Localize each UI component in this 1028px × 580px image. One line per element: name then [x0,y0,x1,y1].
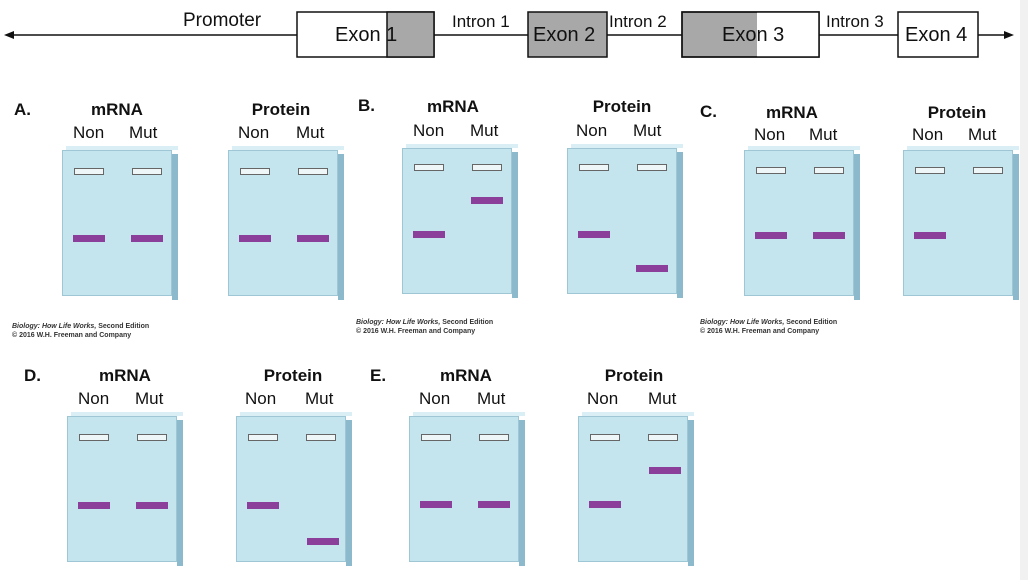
lane-label-mut: Mut [633,121,662,140]
lane-label-mut: Mut [305,389,334,408]
lane-label-non: Non [419,389,451,408]
intron1-label: Intron 1 [452,12,510,31]
well [472,164,502,171]
exon2-label: Exon 2 [533,24,596,46]
well [74,168,104,175]
well [915,167,945,174]
lane-label-mut: Mut [296,123,325,142]
lane-label-non: Non [245,389,277,408]
panel-a-protein-title: Protein [251,100,311,119]
well [132,168,162,175]
panel-d-mrna-gel [67,412,183,566]
panel-a-protein-gel [228,146,344,300]
lane-label-mut: Mut [968,125,997,144]
panel-c-mrna-gel [744,146,860,300]
promoter-label: Promoter [183,10,262,31]
well [973,167,1003,174]
page-scrollbar[interactable] [1020,0,1028,580]
well [814,167,844,174]
well [240,168,270,175]
band-non [78,502,110,509]
well [579,164,609,171]
band-mut [478,501,510,508]
band-mut [813,232,845,239]
panel-c-label: C. [700,102,717,121]
lane-label-mut: Mut [470,121,499,140]
band-non [247,502,279,509]
panel-e-mrna-title: mRNA [440,366,492,385]
well [637,164,667,171]
panel-e-label: E. [370,366,387,385]
band-non [914,232,946,239]
intron2-label: Intron 2 [609,12,667,31]
lane-label-mut: Mut [648,389,677,408]
lane-label-non: Non [754,125,786,144]
well [648,434,678,441]
band-mut [636,265,668,272]
band-mut [136,502,168,509]
lane-label-non: Non [73,123,105,142]
exon3-label: Exon 3 [722,24,785,46]
panel-a-mrna-gel [62,146,178,300]
intron3-label: Intron 3 [826,12,884,31]
band-mut [471,197,503,204]
credit-panel-a: Biology: How Life Works, Second Edition … [12,323,150,339]
band-non [578,231,610,238]
well [414,164,444,171]
credit-panel-b: Biology: How Life Works, Second Edition … [356,319,494,335]
well [756,167,786,174]
panel-c-protein-gel [903,146,1019,300]
panel-d-mrna-title: mRNA [99,366,151,385]
panel-b-protein-gel [567,144,683,298]
band-non [755,232,787,239]
lane-label-non: Non [238,123,270,142]
panel-a-label: A. [14,100,31,119]
band-non [589,501,621,508]
band-non [73,235,105,242]
band-mut [131,235,163,242]
panel-e-protein-title: Protein [604,366,664,385]
lane-label-mut: Mut [809,125,838,144]
exon4-label: Exon 4 [905,24,968,46]
panel-d-protein-title: Protein [263,366,323,385]
well [590,434,620,441]
lane-label-mut: Mut [477,389,506,408]
panel-b-mrna-title: mRNA [427,97,479,116]
panel-c-mrna-title: mRNA [766,103,818,122]
panel-d-protein-gel [236,412,352,566]
lane-label-non: Non [576,121,608,140]
panel-c-protein-title: Protein [927,103,987,122]
well [298,168,328,175]
panel-e-mrna-gel [409,412,525,566]
lane-label-mut: Mut [129,123,158,142]
band-non [239,235,271,242]
panel-b-mrna-gel [402,144,518,298]
well [79,434,109,441]
gene-structure-diagram [4,11,1014,58]
panel-a-mrna-title: mRNA [91,100,143,119]
band-non [420,501,452,508]
panel-d-label: D. [24,366,41,385]
well [421,434,451,441]
band-non [413,231,445,238]
lane-label-non: Non [587,389,619,408]
well [306,434,336,441]
lane-label-mut: Mut [135,389,164,408]
well [479,434,509,441]
well [137,434,167,441]
credit-panel-c: Biology: How Life Works, Second Edition … [700,319,838,335]
lane-label-non: Non [912,125,944,144]
lane-label-non: Non [413,121,445,140]
exon1-label: Exon 1 [335,24,398,46]
panel-b-protein-title: Protein [592,97,652,116]
panel-b-label: B. [358,96,375,115]
panel-e-protein-gel [578,412,694,566]
band-mut [649,467,681,474]
band-mut [307,538,339,545]
well [248,434,278,441]
lane-label-non: Non [78,389,110,408]
band-mut [297,235,329,242]
